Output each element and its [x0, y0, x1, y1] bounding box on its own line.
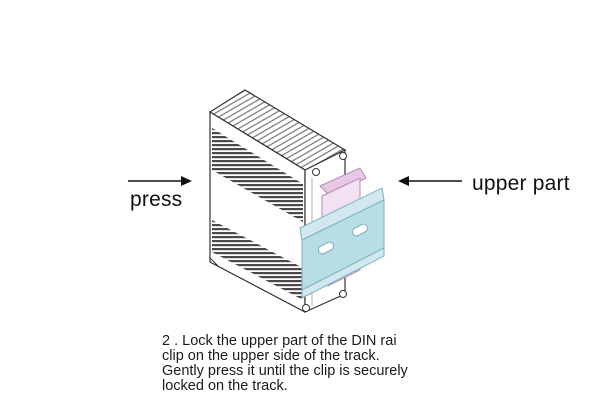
press-arrow-icon [128, 176, 192, 186]
screw-top-icon [339, 152, 347, 160]
screw-left-icon [312, 168, 320, 176]
upper-part-arrow-icon [398, 176, 462, 186]
caption-line: Gently press it until the clip is secure… [162, 363, 408, 379]
upper-part-label: upper part [472, 172, 570, 195]
lower-fin-band [212, 220, 303, 300]
caption-line: locked on the track. [162, 378, 288, 394]
press-label: press [130, 188, 183, 211]
enclosure [208, 89, 347, 313]
caption-line: clip on the upper side of the track. [162, 348, 380, 364]
din-rail [299, 187, 385, 299]
caption-line: 2 . Lock the upper part of the DIN rai [162, 333, 397, 349]
screw-bottom-icon [339, 290, 347, 298]
screw-bottom-left-icon [302, 304, 310, 312]
upper-fin-band [212, 128, 303, 222]
instruction-caption: 2 . Lock the upper part of the DIN rai c… [162, 334, 492, 394]
